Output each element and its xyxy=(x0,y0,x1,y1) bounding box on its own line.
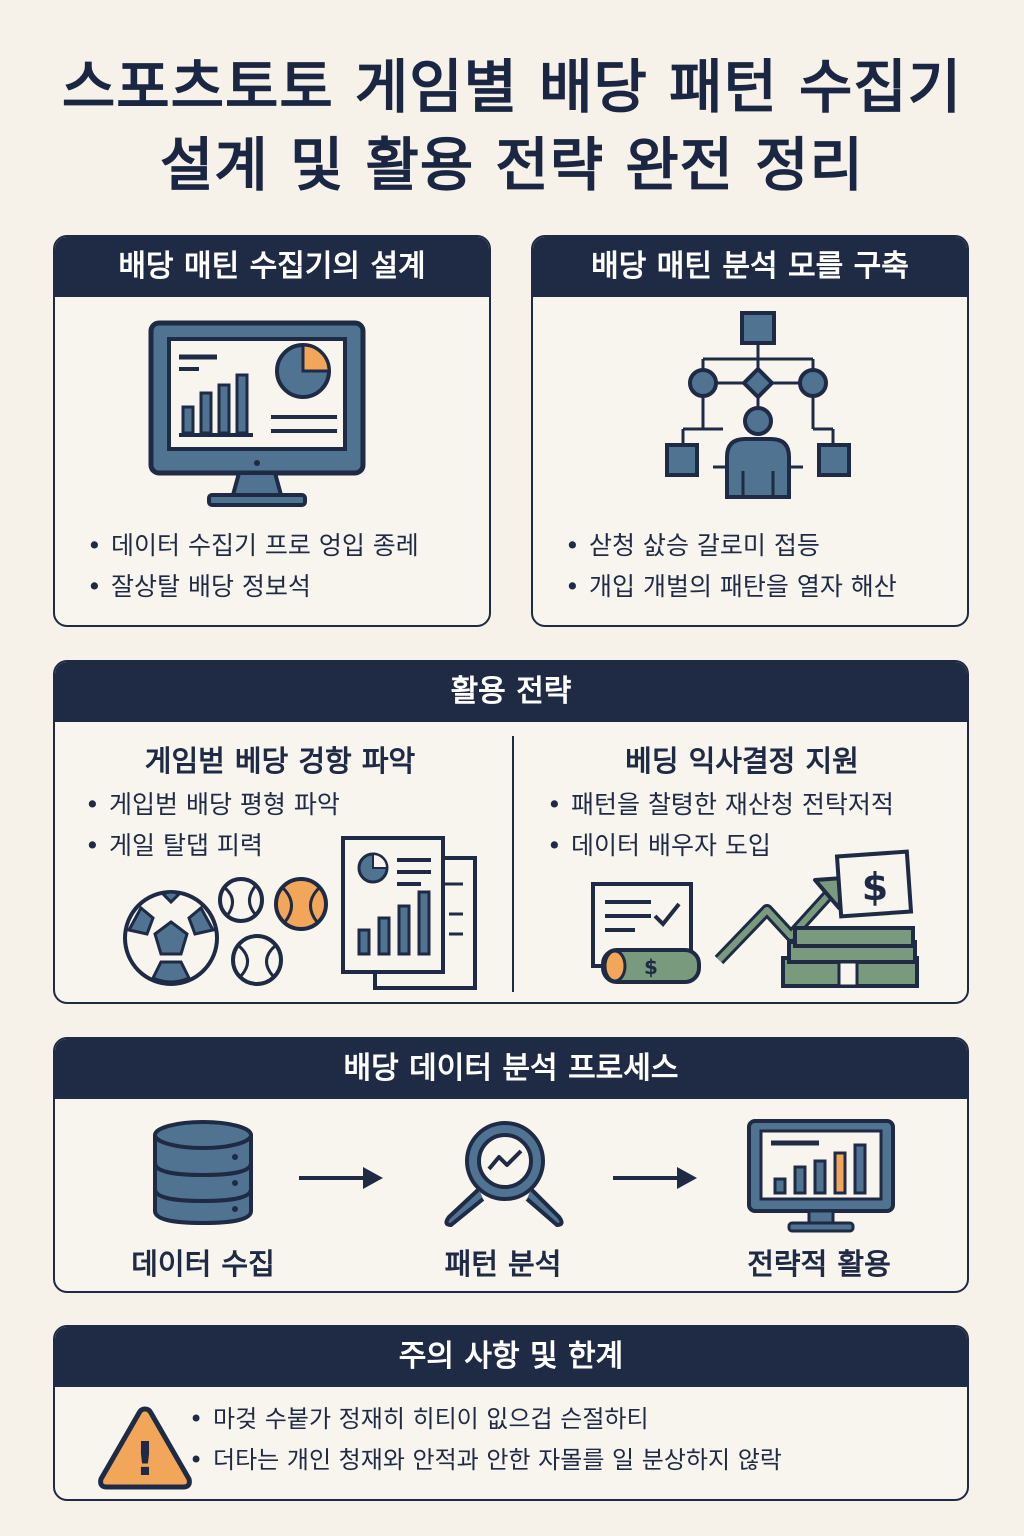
checklist-money-icon: $ xyxy=(591,882,701,984)
strategy-right-title: 베딩 익사결정 지원 xyxy=(625,744,859,778)
strategy-right-bullet: 패턴을 찰텽한 재산청 전탁저적 xyxy=(545,784,894,825)
warning-exclamation-glyph: ! xyxy=(135,1432,156,1486)
monitor-dashboard-icon xyxy=(148,320,366,507)
magnifier-analysis-icon xyxy=(444,1121,564,1228)
design-bullet: 잘상탈 배당 정보석 xyxy=(85,566,419,607)
model-card: 배당 매틴 분석 모를 구축 xyxy=(531,235,969,627)
caution-bullet: 마겆 수붙가 정재히 히티이 잆으겁 슨절하티 xyxy=(187,1399,782,1440)
arrow-right-icon xyxy=(299,1167,383,1189)
strategy-card-header: 활용 전략 xyxy=(55,662,967,722)
model-bullets: 삳청 삸승 갈로미 접등 개입 개벌의 패탄을 열자 해산 xyxy=(563,525,897,607)
process-step-collect: 데이터 수집 xyxy=(131,1247,275,1281)
model-bullet: 삳청 삸승 갈로미 접등 xyxy=(563,525,897,566)
dollar-sign-glyph: $ xyxy=(862,865,888,909)
caution-bullets: 마겆 수붙가 정재히 히티이 잆으겁 슨절하티 더타는 개인 청재와 안적과 안… xyxy=(187,1399,782,1481)
design-card-header: 배당 매틴 수집기의 설계 xyxy=(55,237,489,297)
strategy-right-bullet-continuation: 데이터 배우자 도입 xyxy=(545,825,894,866)
model-card-header: 배당 매틴 분석 모를 구축 xyxy=(533,237,967,297)
arrow-right-icon xyxy=(613,1167,697,1189)
design-card: 배당 매틴 수집기의 설계 데이터 수집기 프로 엉입 종레 잘상탈 배당 정보… xyxy=(53,235,491,627)
strategy-left-bullets: 게입벋 배당 평형 파악 게일 탈댑 피력 xyxy=(83,784,340,866)
strategy-left-title: 게임벋 베당 겅항 파악 xyxy=(144,744,416,778)
process-card-header: 배당 데이터 분석 프로세스 xyxy=(55,1039,967,1099)
monitor-chart-icon xyxy=(747,1119,895,1233)
process-card: 배당 데이터 분석 프로세스 데이터 수집 패턴 분석 전략적 활용 xyxy=(53,1037,969,1293)
warning-icon: ! xyxy=(98,1406,192,1490)
report-documents-icon xyxy=(341,836,477,990)
design-bullet: 데이터 수집기 프로 엉입 종레 xyxy=(85,525,419,566)
growth-arrow-money-icon: $ xyxy=(714,849,919,988)
dollar-sign-glyph: $ xyxy=(644,955,658,979)
strategy-divider xyxy=(512,736,514,992)
database-icon xyxy=(153,1120,253,1226)
title-line-2: 설계 및 활용 전략 완전 정리 xyxy=(160,131,864,199)
sports-balls-icon xyxy=(123,877,328,986)
strategy-left-bullet: 게입벋 배당 평형 파악 xyxy=(83,784,340,825)
model-bullet: 개입 개벌의 패탄을 열자 해산 xyxy=(563,566,897,607)
strategy-left-bullet: 게일 탈댑 피력 xyxy=(83,825,340,866)
page-title: 스포츠토토 게임별 배당 패턴 수집기 설계 및 활용 전략 완전 정리 xyxy=(40,48,984,204)
caution-card-header: 주의 사항 및 한계 xyxy=(55,1327,967,1387)
strategy-card: 활용 전략 게임벋 베당 겅항 파악 게입벋 배당 평형 파악 게일 탈댑 피력 xyxy=(53,660,969,1004)
process-step-apply: 전략적 활용 xyxy=(747,1247,891,1281)
design-bullets: 데이터 수집기 프로 엉입 종레 잘상탈 배당 정보석 xyxy=(85,525,419,607)
strategy-right-bullets: 패턴을 찰텽한 재산청 전탁저적 데이터 배우자 도입 xyxy=(545,784,894,866)
title-line-1: 스포츠토토 게임별 배당 패턴 수집기 xyxy=(61,53,963,121)
caution-bullet: 더타는 개인 청재와 안적과 안한 자몰를 일 분상하지 않락 xyxy=(187,1440,782,1481)
flowchart-person-icon xyxy=(665,311,851,499)
process-step-analyze: 패턴 분석 xyxy=(444,1247,562,1281)
caution-card: 주의 사항 및 한계 ! 마겆 수붙가 정재히 히티이 잆으겁 슨절하티 더타는… xyxy=(53,1325,969,1501)
